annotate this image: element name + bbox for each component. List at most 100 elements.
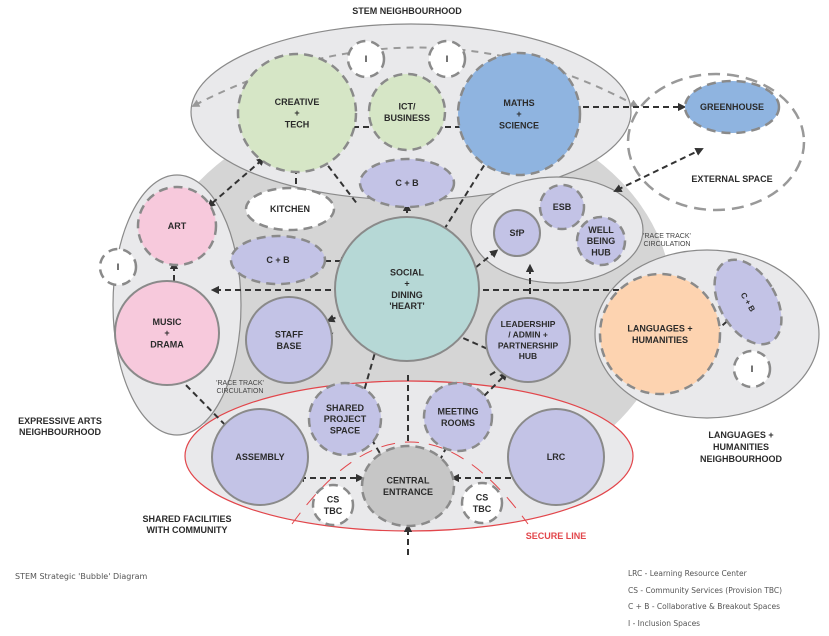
space-greenhouse — [683, 79, 781, 135]
space-label-line: ART — [168, 221, 187, 231]
space-label-line: ICT/ — [399, 102, 416, 112]
space-label-line: TECH — [285, 119, 310, 129]
space-label-line: MUSIC — [153, 317, 183, 327]
space-label-line: + — [164, 328, 169, 338]
space-creative-tech — [236, 52, 358, 174]
diagram-caption: STEM Strategic 'Bubble' Diagram — [15, 572, 148, 581]
space-label-kitchen: KITCHEN — [270, 204, 310, 214]
space-label-languages-humanities: LANGUAGES +HUMANITIES — [627, 324, 692, 345]
space-inclusion-2 — [427, 39, 467, 79]
space-label-line: LRC — [547, 452, 566, 462]
connection-arrow — [469, 372, 508, 411]
space-label-line: MATHS — [503, 98, 534, 108]
space-social-dining — [334, 216, 480, 362]
space-label-line: HUB — [519, 351, 537, 361]
space-label-maths-science: MATHS+SCIENCE — [499, 98, 539, 130]
space-cb-left — [229, 234, 327, 286]
space-label-art: ART — [168, 221, 187, 231]
race-track-label-left: 'RACE TRACK' — [216, 380, 264, 387]
expressive-arts-label: EXPRESSIVE ARTS — [18, 416, 102, 426]
connection-arrow — [444, 136, 503, 229]
space-label-line: 'HEART' — [389, 301, 424, 311]
space-wellbeing-hub — [575, 215, 627, 267]
space-ict-business — [367, 72, 447, 152]
space-cb-right — [713, 258, 783, 346]
external-space-label: EXTERNAL SPACE — [691, 174, 772, 184]
space-label-line: CS — [476, 493, 489, 503]
space-label-creative-tech: CREATIVE+TECH — [275, 97, 320, 129]
race-track-label-right: 'RACE TRACK' — [643, 233, 691, 240]
space-label-line: SOCIAL — [390, 267, 425, 277]
space-label-line: STAFF — [275, 330, 304, 340]
space-label-line: PARTNERSHIP — [498, 340, 559, 350]
space-inclusion-1 — [346, 39, 386, 79]
space-label-inclusion-4: I — [751, 364, 754, 374]
space-label-line: ROOMS — [441, 418, 475, 428]
space-label-social-dining: SOCIAL+DINING'HEART' — [389, 267, 424, 311]
space-label-line: DRAMA — [150, 339, 184, 349]
space-label-line: BEING — [587, 236, 616, 246]
space-assembly — [211, 408, 309, 506]
space-meeting-rooms — [422, 381, 494, 453]
space-music-drama — [114, 280, 220, 386]
space-label-cb-top: C + B — [395, 178, 419, 188]
space-label-line: LEADERSHIP — [501, 319, 556, 329]
space-label-line: I — [117, 262, 120, 272]
space-label-line: CENTRAL — [387, 476, 430, 486]
space-label-line: SCIENCE — [499, 120, 539, 130]
space-label-line: HUB — [591, 247, 611, 257]
space-label-line: C + B — [395, 178, 419, 188]
space-label-line: ENTRANCE — [383, 487, 433, 497]
space-cs-tbc-1 — [311, 483, 355, 527]
space-label-line: + — [294, 108, 299, 118]
space-label-line: ESB — [553, 202, 572, 212]
space-label-line: TBC — [324, 506, 343, 516]
secure-line-label: SECURE LINE — [526, 531, 587, 541]
space-inclusion-4 — [732, 349, 772, 389]
space-label-inclusion-2: I — [446, 54, 449, 64]
space-cb-top — [358, 157, 456, 209]
space-shared-project — [307, 381, 383, 457]
space-art — [136, 185, 218, 267]
space-label-line: MEETING — [437, 407, 478, 417]
connection-arrow — [456, 249, 499, 283]
space-label-sfp: SfP — [509, 228, 524, 238]
space-kitchen — [244, 186, 336, 232]
space-label-line: CREATIVE — [275, 97, 320, 107]
space-label-esb: ESB — [553, 202, 572, 212]
space-label-line: KITCHEN — [270, 204, 310, 214]
space-label-line: ASSEMBLY — [235, 452, 284, 462]
space-languages-humanities — [598, 272, 722, 396]
space-label-line: LANGUAGES + — [627, 324, 692, 334]
connection-arrow — [441, 327, 491, 351]
space-label-line: C + B — [266, 255, 290, 265]
legend: LRC - Learning Resource Center CS - Comm… — [628, 566, 782, 632]
languages-neighbourhood-label: LANGUAGES + — [708, 430, 773, 440]
space-label-line: CS — [327, 495, 340, 505]
space-label-line: I — [751, 364, 754, 374]
legend-item-lrc: LRC - Learning Resource Center — [628, 569, 747, 578]
space-label-line: TBC — [473, 504, 492, 514]
space-label-line: I — [365, 54, 368, 64]
space-label-line: + — [404, 279, 409, 289]
bubbles-layer — [98, 39, 783, 528]
space-maths-science — [456, 51, 582, 177]
space-inclusion-3 — [98, 247, 138, 287]
space-label-inclusion-1: I — [365, 54, 368, 64]
legend-item-inclusion: I - Inclusion Spaces — [628, 618, 701, 628]
space-cs-tbc-2 — [460, 481, 504, 525]
legend-item-cb: C + B - Collaborative & Breakout Spaces — [628, 602, 780, 611]
space-lrc — [507, 408, 605, 506]
space-label-line: I — [446, 54, 449, 64]
languages-neighbourhood-label-3: NEIGHBOURHOOD — [700, 454, 783, 464]
space-sfp — [493, 209, 541, 257]
legend-item-cs: CS - Community Services (Provision TBC) — [628, 585, 783, 595]
space-label-line: GREENHOUSE — [700, 102, 764, 112]
